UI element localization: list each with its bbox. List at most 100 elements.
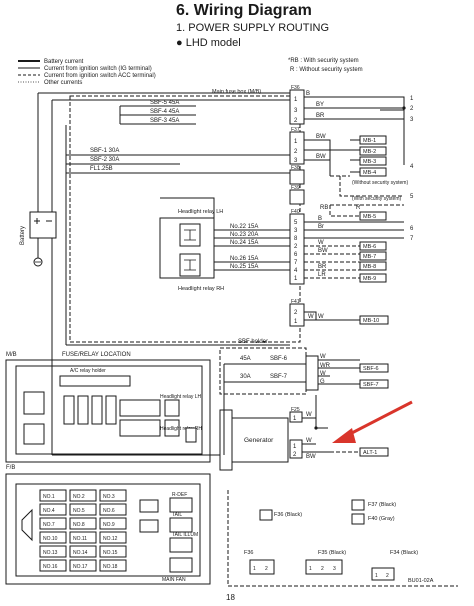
wire-color: B bbox=[306, 91, 310, 97]
pin: 2 bbox=[294, 310, 298, 316]
fb-fuse-slot bbox=[99, 559, 127, 572]
wire-color: BR bbox=[318, 264, 327, 270]
fb-fuse-label: NO.16 bbox=[43, 564, 58, 570]
generator-label: Generator bbox=[244, 437, 274, 444]
branch-number: 1 bbox=[410, 96, 414, 102]
wire-color: G bbox=[320, 379, 325, 385]
main-fuse-box bbox=[69, 95, 301, 343]
pin: 2 bbox=[293, 452, 297, 458]
alt-dest: ALT-1 bbox=[363, 450, 377, 456]
fb-fuse-label: NO.11 bbox=[73, 536, 87, 542]
pin: 1 bbox=[293, 416, 297, 422]
fb-fuse-slot bbox=[69, 559, 97, 572]
mb-label: MB-2 bbox=[363, 149, 376, 155]
connector-f41 bbox=[289, 303, 305, 327]
fuse-no25: No.25 15A bbox=[230, 264, 258, 270]
relay-fuses: No.22 15A No.23 20A No.24 15A No.26 15A … bbox=[159, 197, 290, 279]
branch-number: 6 bbox=[410, 226, 414, 232]
fuse-sbf5: SBF-5 45A bbox=[150, 100, 179, 106]
headlight-relay-rh: Headlight relay RH bbox=[178, 253, 224, 292]
view-pin: 2 bbox=[265, 566, 268, 572]
model-label: ● LHD model bbox=[176, 37, 241, 49]
fb-fuse-label: NO.12 bbox=[103, 536, 118, 542]
fuse-sbf1: SBF-1 30A bbox=[90, 148, 119, 154]
mb-inset-label: M/B bbox=[6, 352, 17, 358]
fb-fuse-slot bbox=[99, 503, 127, 516]
f37-wires: BW BW RB R (Without security system) (Wi… bbox=[304, 134, 408, 211]
wire-color: BW bbox=[316, 134, 326, 140]
fuse-no26: No.26 15A bbox=[230, 256, 258, 262]
top-fuses: SBF-5 45A SBF-4 45A SBF-3 45A bbox=[119, 100, 196, 125]
connector-f38 bbox=[289, 169, 305, 185]
inset-headlight-rh: Headlight relay RH bbox=[160, 426, 202, 432]
wire-color: W bbox=[306, 438, 312, 444]
fb-relay-label: R-DEF bbox=[172, 492, 187, 498]
left-fuses: SBF-1 30A SBF-2 30A FL1.25B bbox=[65, 148, 290, 174]
mb-label: MB-10 bbox=[363, 318, 379, 324]
fb-fuse-label: NO.2 bbox=[73, 494, 85, 500]
fb-fuse-label: NO.9 bbox=[103, 522, 115, 528]
fb-fuse-slot bbox=[99, 531, 127, 544]
fuse-fl: FL1.25B bbox=[90, 166, 113, 172]
sbf-holder-label: SBF holder bbox=[238, 339, 268, 345]
fb-fuse-label: NO.14 bbox=[73, 550, 88, 556]
view-pin: 1 bbox=[253, 566, 256, 572]
connector-column: F36 1 3 2 F37 1 2 3 F38 F39 F40 5 3 8 2 … bbox=[289, 85, 305, 327]
pin: 3 bbox=[294, 228, 298, 234]
inset-headlight-lh: Headlight relay LH bbox=[160, 394, 202, 400]
without-security: (Without security system) bbox=[352, 180, 408, 186]
fuse-sbf3: SBF-3 45A bbox=[150, 118, 179, 124]
view-pin: 3 bbox=[333, 566, 336, 572]
legend-ig: Current from ignition switch (IG termina… bbox=[44, 66, 152, 72]
fuse-sbf4: SBF-4 45A bbox=[150, 109, 179, 115]
annotation-arrow bbox=[332, 400, 413, 443]
fb-fuse-slot bbox=[99, 545, 127, 558]
fb-fuse-slot bbox=[69, 517, 97, 530]
wire-color: W bbox=[308, 314, 314, 320]
connector-view-label: F35 (Black) bbox=[318, 550, 346, 556]
fb-fuse-slot bbox=[99, 489, 127, 502]
mb-inset: A/C relay holder Headlight relay LH Head… bbox=[5, 359, 211, 463]
mb-label: MB-4 bbox=[363, 170, 376, 176]
pin: 3 bbox=[294, 108, 298, 114]
view-pin: 2 bbox=[386, 573, 389, 579]
wire-color: WR bbox=[320, 363, 331, 369]
legend-acc: Current from ignition switch ACC termina… bbox=[44, 73, 156, 79]
fb-fuse-label: NO.10 bbox=[43, 536, 58, 542]
wire-color: BY bbox=[316, 102, 324, 108]
connector-f38-label: F38 bbox=[291, 165, 300, 171]
r-note: R : Without security system bbox=[290, 67, 363, 73]
pin: 1 bbox=[294, 139, 298, 145]
view-pin: 1 bbox=[375, 573, 378, 579]
sbf-dest: SBF-6 bbox=[363, 366, 379, 372]
pin: 2 bbox=[294, 149, 298, 155]
fuse-no23: No.23 20A bbox=[230, 232, 258, 238]
holder-fuse: SBF-7 bbox=[270, 374, 288, 380]
rb-note: *RB : With security system bbox=[288, 58, 359, 64]
fb-fuse-label: NO.13 bbox=[43, 550, 58, 556]
fb-fuse-label: NO.18 bbox=[103, 564, 118, 570]
f36-wires: B BY BR bbox=[304, 91, 406, 165]
pin: 3 bbox=[294, 158, 298, 164]
wire-color: LR bbox=[318, 272, 326, 278]
branch-numbers: 1 2 3 4 5 6 7 bbox=[410, 96, 414, 242]
branch-number: 7 bbox=[410, 236, 414, 242]
legend-battery: Battery current bbox=[44, 59, 84, 65]
generator: Generator F25 1 1 2 W W BW ALT-1 bbox=[219, 395, 389, 471]
fb-fuse-slot bbox=[39, 489, 67, 502]
fb-fuse-slot bbox=[39, 559, 67, 572]
legend: Battery current Current from ignition sw… bbox=[18, 59, 156, 86]
branch-number: 2 bbox=[410, 106, 414, 112]
pin: 7 bbox=[294, 260, 298, 266]
f40-wires: B Br W BW BR LR MB-6 MB-7 MB-8 MB-9 bbox=[304, 216, 404, 283]
mb-label: MB-3 bbox=[363, 159, 376, 165]
pin: 5 bbox=[294, 220, 298, 226]
wire-color: W bbox=[318, 314, 324, 320]
fb-fuse-label: NO.5 bbox=[73, 508, 85, 514]
branch-number: 4 bbox=[410, 164, 414, 170]
mb-label: MB-6 bbox=[363, 244, 376, 250]
pin: 1 bbox=[294, 319, 298, 325]
wire-color: Br bbox=[318, 224, 324, 230]
